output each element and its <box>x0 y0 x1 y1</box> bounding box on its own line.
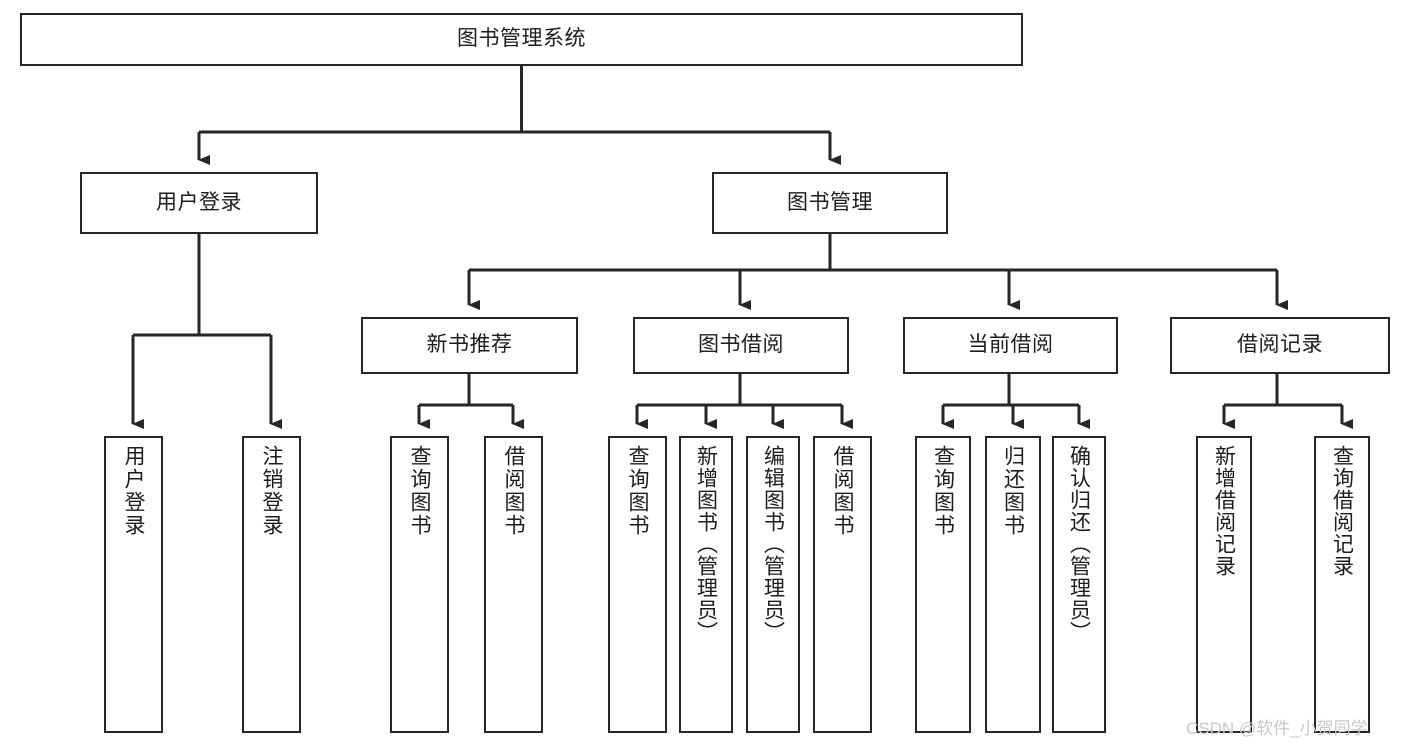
leaf-logout-login[interactable]: 注销登录 <box>242 436 301 733</box>
node-label: 新增借阅记录 <box>1212 445 1236 577</box>
csdn-watermark: CSDN @软件_小贺同学 <box>1186 719 1368 738</box>
leaf-query-borrow-record[interactable]: 查询借阅记录 <box>1314 436 1370 733</box>
leaf-query-book-current[interactable]: 查询图书 <box>915 436 971 733</box>
node-label: 查询借阅记录 <box>1330 445 1354 577</box>
node-label: 借阅图书 <box>831 445 854 537</box>
node-label: 查询图书 <box>408 445 431 537</box>
node-current-borrow[interactable]: 当前借阅 <box>903 317 1118 374</box>
leaf-edit-book-admin[interactable]: 编辑图书（管理员） <box>746 436 800 733</box>
leaf-borrow-book-recommend[interactable]: 借阅图书 <box>484 436 543 733</box>
leaf-query-book-recommend[interactable]: 查询图书 <box>390 436 449 733</box>
node-borrow-record[interactable]: 借阅记录 <box>1170 317 1390 374</box>
node-label: 图书管理 <box>787 190 873 214</box>
node-label: 借阅记录 <box>1237 333 1323 357</box>
leaf-return-book[interactable]: 归还图书 <box>985 436 1041 733</box>
node-label: 确认归还（管理员） <box>1067 445 1091 643</box>
leaf-add-borrow-record[interactable]: 新增借阅记录 <box>1196 436 1252 733</box>
node-label: 借阅图书 <box>502 445 525 537</box>
leaf-confirm-return-admin[interactable]: 确认归还（管理员） <box>1052 436 1106 733</box>
node-label: 编辑图书（管理员） <box>761 445 785 643</box>
node-label: 用户登录 <box>122 445 145 537</box>
node-book-management[interactable]: 图书管理 <box>712 172 948 234</box>
node-label: 查询图书 <box>931 445 955 537</box>
leaf-add-book-admin[interactable]: 新增图书（管理员） <box>679 436 733 733</box>
node-label: 图书借阅 <box>698 333 784 357</box>
leaf-query-book-borrow[interactable]: 查询图书 <box>608 436 667 733</box>
node-label: 用户登录 <box>156 190 242 214</box>
node-label: 新书推荐 <box>426 333 513 357</box>
node-label: 图书管理系统 <box>457 27 586 51</box>
node-user-login[interactable]: 用户登录 <box>80 172 318 234</box>
node-label: 注销登录 <box>260 445 283 537</box>
leaf-user-login[interactable]: 用户登录 <box>104 436 163 733</box>
node-book-borrow[interactable]: 图书借阅 <box>633 317 849 374</box>
node-root-system[interactable]: 图书管理系统 <box>20 13 1023 66</box>
node-new-book-recommend[interactable]: 新书推荐 <box>361 317 578 374</box>
node-label: 新增图书（管理员） <box>694 445 718 643</box>
node-label: 当前借阅 <box>967 333 1054 357</box>
node-label: 归还图书 <box>1001 445 1025 537</box>
leaf-borrow-book[interactable]: 借阅图书 <box>813 436 872 733</box>
node-label: 查询图书 <box>626 445 649 537</box>
